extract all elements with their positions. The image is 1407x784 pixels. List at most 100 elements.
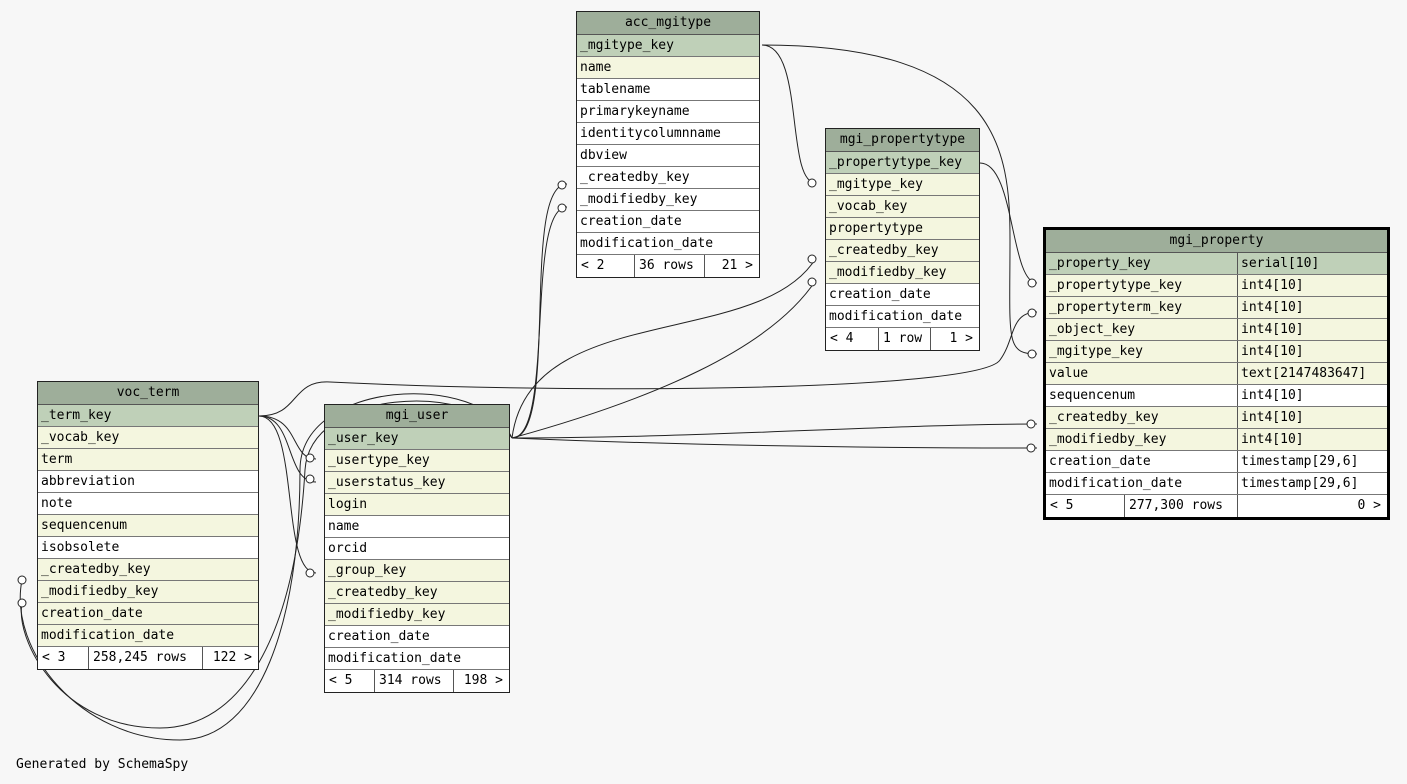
column-row[interactable]: _createdby_key (826, 240, 979, 262)
parents-count[interactable]: < 5 (329, 673, 353, 688)
column-row[interactable]: isobsolete (38, 537, 258, 559)
column-type: serial[10] (1237, 253, 1387, 274)
column-name: modification_date (829, 309, 963, 324)
column-row[interactable]: tablename (577, 79, 759, 101)
column-name: _modifiedby_key (41, 584, 159, 599)
column-type: text[2147483647] (1237, 363, 1387, 384)
column-type: int4[10] (1237, 319, 1387, 340)
column-type: int4[10] (1237, 341, 1387, 362)
children-count[interactable]: 21 > (704, 255, 759, 277)
column-row[interactable]: dbview (577, 145, 759, 167)
column-row[interactable]: name (325, 516, 509, 538)
column-row[interactable]: _usertype_key (325, 450, 509, 472)
column-row[interactable]: sequencenum (38, 515, 258, 537)
column-row[interactable]: creation_date (38, 603, 258, 625)
parents-count[interactable]: < 5 (1050, 498, 1074, 513)
column-name: _createdby_key (328, 585, 438, 600)
column-name: _usertype_key (328, 453, 430, 468)
parents-count[interactable]: < 3 (42, 650, 66, 665)
column-name: _mgitype_key (829, 177, 923, 192)
column-name: modification_date (1049, 476, 1183, 491)
column-row[interactable]: modification_date (826, 306, 979, 328)
column-row[interactable]: note (38, 493, 258, 515)
column-name: _user_key (328, 431, 399, 446)
relation-user-to-propertytype-createdby (511, 257, 817, 439)
column-row[interactable]: _mgitype_key (826, 174, 979, 196)
column-row[interactable]: identitycolumnname (577, 123, 759, 145)
table-footer: < 5 314 rows 198 > (325, 670, 509, 692)
column-row[interactable]: creation_date (325, 626, 509, 648)
table-title[interactable]: voc_term (38, 382, 258, 405)
column-type: int4[10] (1237, 429, 1387, 450)
column-row[interactable]: _mgitype_key (577, 35, 759, 57)
children-count[interactable]: 122 > (202, 647, 258, 669)
column-row[interactable]: _modifiedby_key (826, 262, 979, 284)
table-title[interactable]: mgi_user (325, 405, 509, 428)
table-footer: < 3 258,245 rows 122 > (38, 647, 258, 669)
relation-propertytype-to-property (979, 162, 1038, 284)
column-row[interactable]: _user_key (325, 428, 509, 450)
column-name: _object_key (1049, 322, 1136, 337)
relation-mgitype-to-propertytype (761, 44, 817, 184)
fk-end-propertytype-modifiedby (807, 277, 817, 287)
column-row[interactable]: propertytype (826, 218, 979, 240)
column-name: login (328, 497, 368, 512)
relation-user-to-propertytype-modifiedby (511, 279, 817, 439)
column-name: _vocab_key (829, 199, 908, 214)
fk-end-propertytype-mgitype (807, 178, 817, 188)
column-row[interactable]: modification_date (577, 233, 759, 255)
column-row[interactable]: _group_key (325, 560, 509, 582)
column-row[interactable]: _vocab_key (38, 427, 258, 449)
column-row[interactable]: _createdby_key (325, 582, 509, 604)
column-row[interactable]: name (577, 57, 759, 79)
table-mgi-propertytype[interactable]: mgi_propertytype _propertytype_key _mgity… (825, 128, 980, 351)
fk-end-property-propertytype (1027, 278, 1037, 288)
column-row[interactable]: _modifiedby_key (38, 581, 258, 603)
column-row[interactable]: abbreviation (38, 471, 258, 493)
column-row[interactable]: _propertytype_key (826, 152, 979, 174)
children-count[interactable]: 1 > (930, 328, 979, 350)
column-row[interactable]: _userstatus_key (325, 472, 509, 494)
column-row[interactable]: orcid (325, 538, 509, 560)
column-row[interactable]: _createdby_key (38, 559, 258, 581)
column-row[interactable]: login (325, 494, 509, 516)
column-row[interactable]: modification_date (38, 625, 258, 647)
column-row[interactable]: _object_key int4[10] (1046, 319, 1387, 341)
parents-count[interactable]: < 4 (830, 331, 854, 346)
parents-count[interactable]: < 2 (581, 258, 605, 273)
column-row[interactable]: creation_date (826, 284, 979, 306)
column-row[interactable]: _createdby_key (577, 167, 759, 189)
column-row[interactable]: term (38, 449, 258, 471)
fk-end-property-propertyterm (1027, 308, 1037, 318)
table-title[interactable]: mgi_property (1046, 230, 1387, 253)
column-row[interactable]: modification_date (325, 648, 509, 670)
children-count[interactable]: 198 > (453, 670, 509, 692)
column-row[interactable]: _modifiedby_key (325, 604, 509, 626)
column-row[interactable]: primarykeyname (577, 101, 759, 123)
table-title[interactable]: mgi_propertytype (826, 129, 979, 152)
fk-end-mgitype-createdby (557, 180, 567, 190)
table-title[interactable]: acc_mgitype (577, 12, 759, 35)
column-row[interactable]: creation_date (577, 211, 759, 233)
column-row[interactable]: _term_key (38, 405, 258, 427)
children-count[interactable]: 0 > (1237, 495, 1387, 517)
column-row[interactable]: _vocab_key (826, 196, 979, 218)
column-name: modification_date (580, 236, 714, 251)
column-row[interactable]: _modifiedby_key (577, 189, 759, 211)
table-mgi-user[interactable]: mgi_user _user_key _usertype_key _userstat… (324, 404, 510, 693)
fk-end-user-userstatus (305, 474, 315, 484)
relation-user-to-property-modifiedby (511, 437, 1038, 449)
